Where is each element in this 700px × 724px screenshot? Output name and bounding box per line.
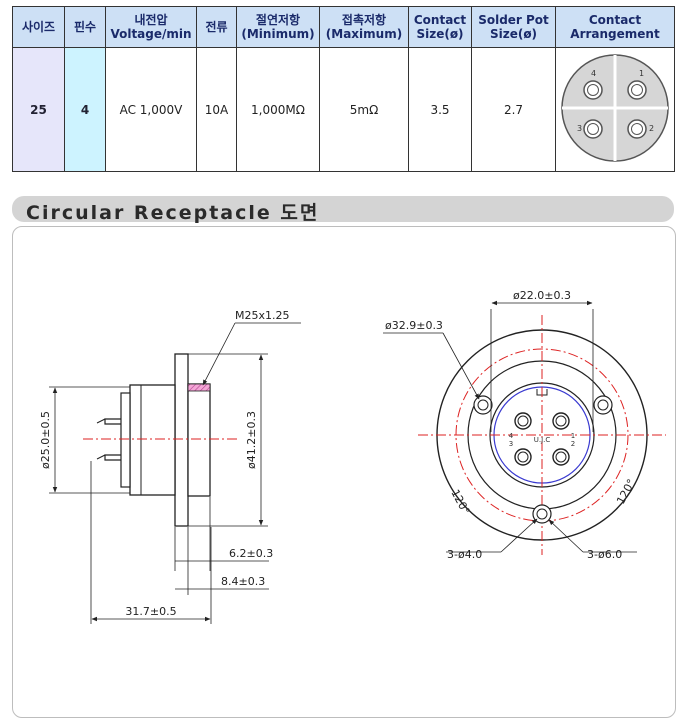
table-row: 25 4 AC 1,000V 10A 1,000MΩ 5mΩ 3.5 2.7 (12, 47, 675, 172)
arrangement-contact-1 (627, 80, 647, 100)
dim-label-dia-body: ø25.0±0.5 (39, 411, 52, 469)
front-contact-4 (514, 412, 532, 430)
cell-current: 10A (196, 47, 237, 172)
solder-pin-tips (96, 418, 106, 460)
drawing-panel: ø25.0±0.5 ø41.2±0.3 M25x1.25 6.2±0.3 8.4… (12, 226, 676, 718)
front-contact-3 (514, 448, 532, 466)
header-contact-resistance: 접촉저항(Maximum) (319, 6, 409, 48)
section-title: Circular Receptacle 도면 (26, 202, 320, 224)
dim-label-len-a: 6.2±0.3 (229, 547, 273, 560)
thread-leader (202, 322, 236, 386)
arrangement-label-3: 3 (577, 124, 582, 133)
front-contact-1 (552, 412, 570, 430)
flange (174, 353, 189, 527)
header-current: 전류 (196, 6, 237, 48)
mount-hole-left (473, 395, 493, 415)
solder-pin-upper (104, 418, 121, 425)
dim-label-dia-pcd: ø32.9±0.3 (385, 319, 443, 332)
rear-cap (120, 392, 131, 488)
threaded-front (187, 383, 211, 497)
front-contact-2 (552, 448, 570, 466)
side-view: ø25.0±0.5 ø41.2±0.3 M25x1.25 6.2±0.3 8.4… (39, 309, 301, 624)
arrangement-label-2: 2 (649, 124, 654, 133)
header-size: 사이즈 (12, 6, 65, 48)
counterbore-leader (548, 519, 584, 553)
mount-hole-right (593, 395, 613, 415)
dim-label-len-total: 31.7±0.5 (125, 605, 176, 618)
contact-arrangement-diagram: 4 1 3 2 (561, 54, 669, 162)
dim-label-counterbore: 3-ø6.0 (587, 548, 622, 561)
technical-drawing: ø25.0±0.5 ø41.2±0.3 M25x1.25 6.2±0.3 8.4… (39, 289, 666, 624)
header-insulation: 절연저항(Minimum) (236, 6, 320, 48)
front-pin-label-4: 4 (509, 432, 514, 440)
cell-pins: 4 (64, 47, 106, 172)
cell-contact-size: 3.5 (408, 47, 472, 172)
cell-voltage: AC 1,000V (105, 47, 197, 172)
section-header: Circular Receptacle 도면 (12, 196, 674, 224)
cell-arrangement: 4 1 3 2 (555, 47, 675, 172)
cell-insulation: 1,000MΩ (236, 47, 320, 172)
solder-pin-lower (104, 454, 121, 461)
front-pin-label-2: 2 (571, 440, 575, 448)
front-pin-label-3: 3 (509, 440, 513, 448)
arrangement-contact-3 (583, 119, 603, 139)
center-mark: U.J.C (534, 436, 551, 444)
arrangement-label-1: 1 (639, 69, 644, 78)
cell-size: 25 (12, 47, 65, 172)
arrangement-contact-4 (583, 80, 603, 100)
dim-label-dia-inner: ø22.0±0.3 (513, 289, 571, 302)
cell-solder-pot: 2.7 (471, 47, 556, 172)
dim-label-dia-flange: ø41.2±0.3 (245, 411, 258, 469)
mount-hole-bottom (532, 504, 552, 524)
pcd-leader (442, 332, 480, 400)
dim-label-len-b: 8.4±0.3 (221, 575, 265, 588)
hole-leader (500, 518, 538, 553)
front-pin-label-1: 1 (571, 432, 575, 440)
dim-label-holes: 3-ø4.0 (447, 548, 482, 561)
rear-body (129, 384, 176, 496)
header-pins: 핀수 (64, 6, 106, 48)
arrangement-contact-2 (627, 119, 647, 139)
cell-contact-resistance: 5mΩ (319, 47, 409, 172)
arrangement-label-4: 4 (591, 69, 596, 78)
thread-hatch (187, 383, 211, 392)
dim-label-thread: M25x1.25 (235, 309, 290, 322)
front-view: 4 3 1 2 U.J.C ø22.0±0.3 ø32.9±0.3 120° 1… (383, 289, 666, 561)
